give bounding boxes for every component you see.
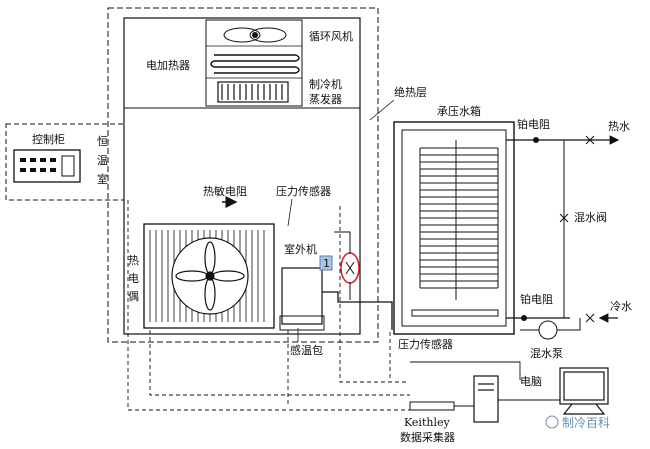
evaporator-coil-icon (217, 81, 289, 103)
constant-temp-room-label-3: 室 (97, 172, 108, 186)
control-cabinet-boundary (5, 123, 125, 201)
electric-heater-coil-icon (210, 54, 300, 74)
constant-temp-room-label-1: 恒 (97, 135, 108, 148)
marker-number: 1 (323, 257, 330, 270)
mixing-pump-icon (538, 320, 558, 340)
thermocouple-label-3: 偶 (128, 290, 139, 303)
constant-temp-room-boundary (107, 7, 379, 343)
outdoor-unit (143, 223, 325, 331)
control-cabinet-buttons (20, 155, 75, 177)
data-acquisition-unit (409, 401, 455, 411)
circulation-fan-icon (223, 27, 287, 43)
pressure-tank-label: 承压水箱 (437, 104, 481, 118)
thermocouple-label-1: 热 (128, 254, 139, 267)
hot-water-label: 热水 (608, 120, 630, 133)
control-cabinet-label: 控制柜 (32, 132, 65, 146)
circulation-fan-label: 循环风机 (309, 29, 353, 43)
mixing-pump-label: 混水泵 (530, 347, 563, 360)
keithley-label: Keithley (404, 416, 450, 429)
thermistor-label: 热敏电阻 (203, 184, 247, 198)
platinum-resistor-top-label: 铂电阻 (517, 117, 550, 131)
outdoor-fan-icon (175, 241, 245, 311)
air-handling-box (205, 19, 303, 107)
pressure-sensor-bottom-label: 压力传感器 (398, 338, 453, 351)
constant-temp-room-label-2: 温 (97, 154, 108, 167)
electric-heater-label: 电加热器 (146, 59, 190, 72)
computer-icon (473, 367, 609, 423)
control-cabinet-icon (13, 149, 81, 183)
watermark-icon (545, 415, 559, 429)
temp-bulb-label: 感温包 (290, 344, 323, 357)
pressure-tank-inner (401, 129, 507, 327)
thermocouple-label-2: 电 (128, 272, 139, 285)
cold-water-label: 冷水 (610, 300, 632, 313)
heat-exchange-coil (419, 140, 499, 300)
refrigeration-label: 制冷机 (309, 77, 342, 91)
data-acquisition-label: 数据采集器 (400, 430, 455, 444)
insulation-layer-label: 绝热层 (394, 85, 427, 99)
pressure-tank-outer (393, 121, 515, 335)
computer-label: 电脑 (520, 375, 542, 388)
mixing-valve-label: 混水阀 (574, 210, 607, 224)
platinum-resistor-bottom-label: 铂电阻 (520, 292, 553, 306)
watermark-label: 制冷百科 (562, 416, 610, 430)
outdoor-unit-label: 室外机 (284, 242, 317, 256)
evaporator-label: 蒸发器 (309, 92, 342, 106)
pressure-sensor-top-label: 压力传感器 (276, 185, 331, 198)
marker-box (319, 255, 333, 271)
